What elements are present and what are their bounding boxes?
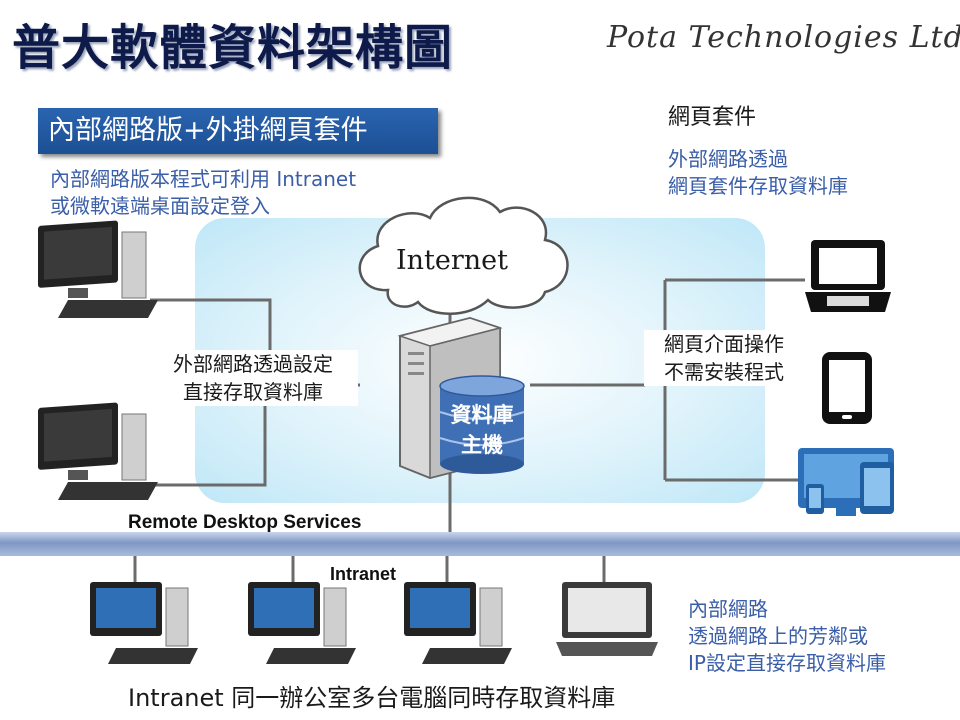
network-bus xyxy=(0,532,960,556)
web-interface-line-1: 網頁介面操作 xyxy=(664,332,784,356)
desktop-pc-icon-top-left xyxy=(38,220,158,318)
intranet-label: Intranet xyxy=(330,564,397,584)
rds-label: Remote Desktop Services xyxy=(128,512,362,533)
laptop-icon xyxy=(805,240,891,312)
bottom-right-note-line-2: 透過網路上的芳鄰或 xyxy=(688,624,868,648)
web-interface-box: 網頁介面操作 不需安裝程式 xyxy=(644,330,804,386)
bottom-right-note-line-3: IP設定直接存取資料庫 xyxy=(688,651,886,675)
right-heading: 網頁套件 xyxy=(668,105,757,130)
bottom-right-note: 內部網路 透過網路上的芳鄰或 IP設定直接存取資料庫 xyxy=(688,596,886,677)
database-label-line-1: 資料庫 xyxy=(450,403,514,427)
web-interface-line-2: 不需安裝程式 xyxy=(664,360,784,384)
left-note-line-1: 內部網路版本程式可利用 Intranet xyxy=(50,167,357,191)
external-access-line-1: 外部網路透過設定 xyxy=(173,352,333,376)
section-banner: 內部網路版+外掛網頁套件 xyxy=(38,108,438,154)
database-icon xyxy=(439,375,525,474)
desktop-pc-icon-bottom-left xyxy=(38,402,158,500)
external-access-box: 外部網路透過設定 直接存取資料庫 xyxy=(148,350,358,406)
bottom-right-note-line-1: 內部網路 xyxy=(688,597,768,621)
external-access-line-2: 直接存取資料庫 xyxy=(183,380,323,404)
cloud-icon xyxy=(358,196,569,315)
multi-device-icon xyxy=(798,448,894,516)
bottom-caption: Intranet 同一辦公室多台電腦同時存取資料庫 xyxy=(128,684,616,712)
internet-label: Internet xyxy=(396,245,509,276)
company-name: Pota Technologies Ltd. xyxy=(607,20,960,55)
database-label: 資料庫 主機 xyxy=(440,400,524,460)
database-label-line-2: 主機 xyxy=(461,433,503,457)
left-note-line-2: 或微軟遠端桌面設定登入 xyxy=(50,194,270,218)
right-note-line-1: 外部網路透過 xyxy=(668,147,788,171)
desktop-pc-icon-bottom-1 xyxy=(90,582,198,664)
right-note-line-2: 網頁套件存取資料庫 xyxy=(668,174,848,198)
desktop-pc-icon-bottom-2 xyxy=(248,582,356,664)
tablet-icon xyxy=(822,352,872,424)
laptop-icon-bottom xyxy=(556,582,658,656)
connector-bottom-left xyxy=(150,405,267,487)
right-note: 外部網路透過 網頁套件存取資料庫 xyxy=(668,146,848,200)
left-note: 內部網路版本程式可利用 Intranet 或微軟遠端桌面設定登入 xyxy=(50,166,356,220)
desktop-pc-icon-bottom-3 xyxy=(404,582,512,664)
diagram-title: 普大軟體資料架構圖 xyxy=(12,20,454,76)
